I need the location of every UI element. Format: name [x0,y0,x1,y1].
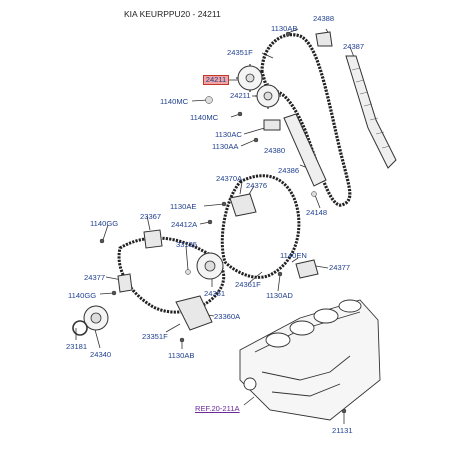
callout-23360A[interactable]: 23360A [214,312,241,321]
callout-1130AB-top[interactable]: 1130AB [271,24,298,33]
callout-24211-b[interactable]: 24211 [230,91,251,100]
callout-1130AC[interactable]: 1130AC [215,130,242,139]
callout-24388[interactable]: 24388 [313,14,335,23]
callout-24361F[interactable]: 24361F [235,280,261,289]
callout-24377-left[interactable]: 24377 [84,273,106,282]
callout-24376[interactable]: 24376 [246,181,268,190]
callout-24387[interactable]: 24387 [343,42,365,51]
callout-1140MC-a[interactable]: 1140MC [160,97,189,106]
callout-1130AD[interactable]: 1130AD [266,291,293,300]
callout-24412A[interactable]: 24412A [171,220,198,229]
callout-24351F-top[interactable]: 24351F [227,48,253,57]
callout-24380[interactable]: 24380 [264,146,286,155]
callout-24340[interactable]: 24340 [90,350,112,359]
callout-24377-right[interactable]: 24377 [329,263,351,272]
callout-1130AA[interactable]: 1130AA [212,142,239,151]
callout-1140EN[interactable]: 1140EN [280,251,307,260]
callout-24370A[interactable]: 24370A [216,174,243,183]
reference-link[interactable]: REF.20-211A [195,404,240,413]
callout-24351[interactable]: 24351 [204,289,226,298]
callout-1140GG-mid[interactable]: 1140GG [68,291,97,300]
callout-24386[interactable]: 24386 [278,166,300,175]
callout-23181[interactable]: 23181 [66,342,88,351]
callout-23367[interactable]: 23367 [140,212,162,221]
callout-24211-highlighted[interactable]: 24211 [203,75,229,85]
callout-33135[interactable]: 33135 [176,240,198,249]
callout-24148[interactable]: 24148 [306,208,328,217]
callout-1140GG-top[interactable]: 1140GG [90,219,119,228]
callout-1130AE[interactable]: 1130AE [170,202,197,211]
callout-1130AB-bottom[interactable]: 1130AB [168,351,195,360]
callout-21131[interactable]: 21131 [332,426,353,435]
callout-1140MC-b[interactable]: 1140MC [190,113,219,122]
callout-23351F[interactable]: 23351F [142,332,168,341]
diagram-title: KIA KEURPPU20 - 24211 [124,9,221,19]
